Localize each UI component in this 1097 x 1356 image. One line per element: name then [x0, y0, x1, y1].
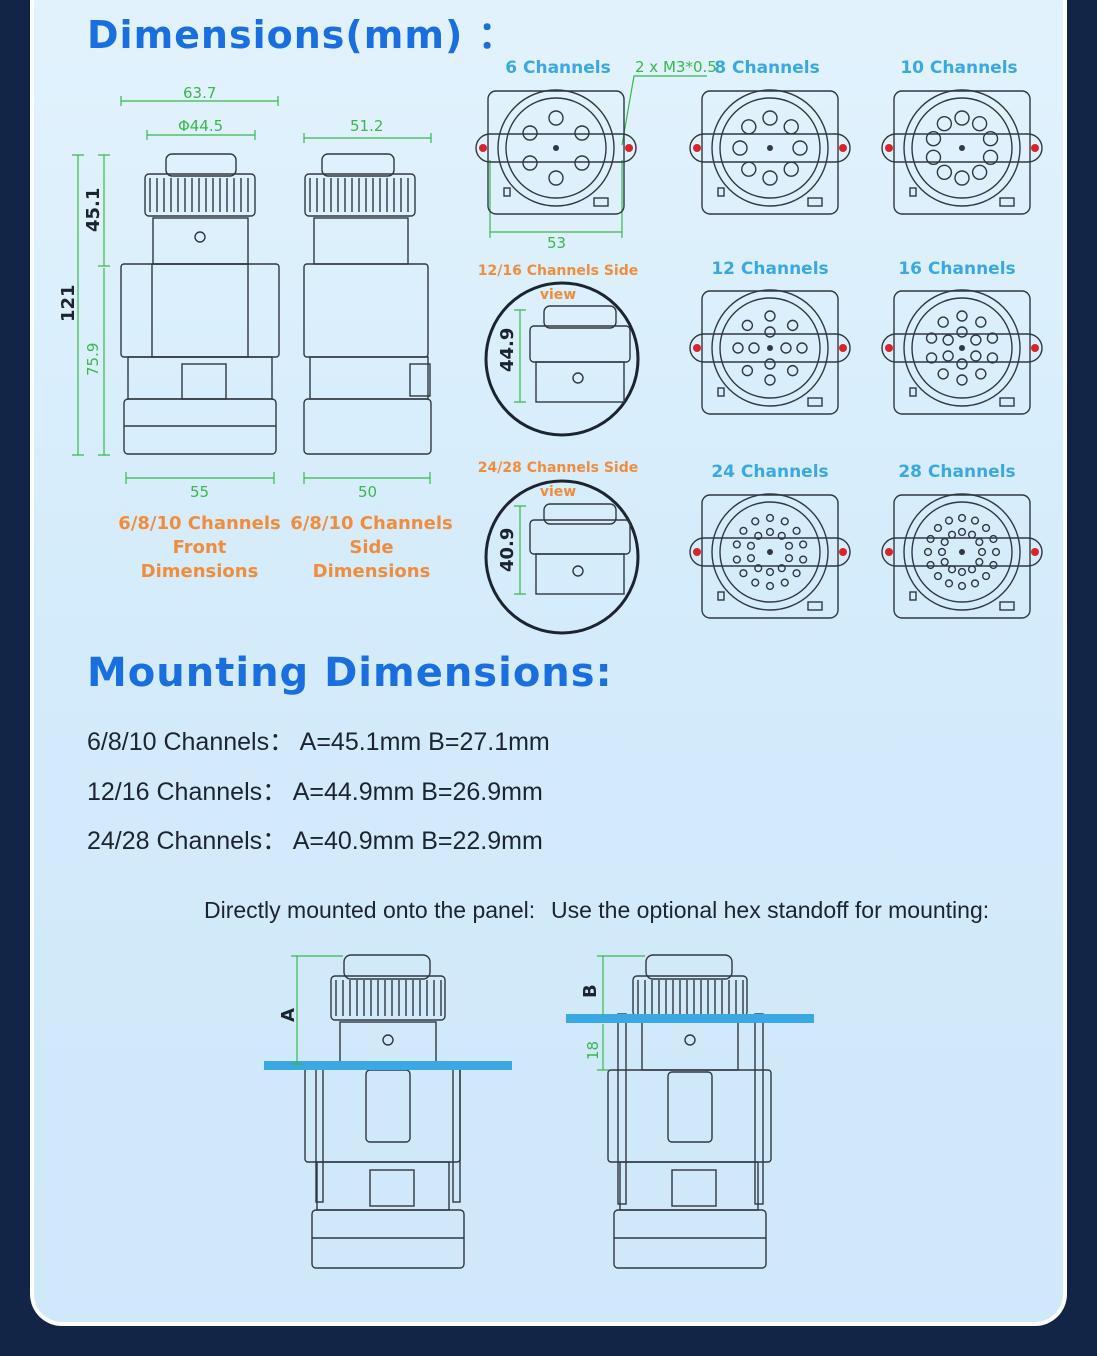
front-view-connector — [120, 153, 280, 455]
dim-40-9: 40.9 — [497, 528, 518, 572]
face-28-channels — [881, 493, 1043, 619]
spec-6-8-10: 6/8/10 Channels： A=45.1mm B=27.1mm — [87, 728, 550, 756]
dim-m3: 2 x M3*0.5 — [635, 58, 717, 76]
dim-50: 50 — [358, 483, 377, 501]
caption-direct-mount: Directly mounted onto the panel: — [204, 897, 536, 923]
face-24-channels — [689, 493, 851, 619]
dim-75-9: 75.9 — [84, 343, 102, 376]
label-28-channels: 28 Channels — [898, 462, 1016, 482]
side-view-12-16-title: 12/16 Channels Side view — [477, 263, 639, 303]
dim-63-7: 63.7 — [183, 84, 216, 102]
label-10-channels: 10 Channels — [900, 58, 1018, 78]
panel-plate-left — [264, 1061, 512, 1070]
front-caption-line1: 6/8/10 Channels — [118, 513, 281, 534]
label-6-channels: 6 Channels — [505, 58, 611, 78]
spec-12-16: 12/16 Channels： A=44.9mm B=26.9mm — [87, 778, 543, 806]
side-caption-line1: 6/8/10 Channels — [290, 513, 453, 534]
dim-44-9: 44.9 — [497, 328, 518, 372]
mounting-heading: Mounting Dimensions: — [87, 650, 613, 696]
caption-standoff-mount: Use the optional hex standoff for mounti… — [551, 897, 990, 923]
label-b: B — [580, 984, 601, 998]
face-6-channels — [475, 89, 637, 215]
content-panel — [30, 0, 1067, 1326]
dim-53: 53 — [547, 234, 566, 252]
label-24-channels: 24 Channels — [711, 462, 829, 482]
side-caption-line2: Side Dimensions — [312, 537, 431, 582]
dimensions-heading: Dimensions(mm) ： — [87, 13, 517, 57]
label-8-channels: 8 Channels — [714, 58, 820, 78]
label-12-channels: 12 Channels — [711, 259, 829, 279]
dim-121: 121 — [58, 284, 79, 322]
direct-mount-connector — [304, 954, 465, 1269]
front-side-drawing: 63.7 Φ44.5 51.2 45.1 121 75.9 55 50 53 2… — [58, 58, 1043, 635]
dim-55: 55 — [190, 483, 209, 501]
spec-24-28: 24/28 Channels： A=40.9mm B=22.9mm — [87, 827, 543, 855]
panel-plate-right — [566, 1014, 814, 1023]
side-caption: 6/8/10 Channels Side Dimensions — [290, 512, 453, 584]
standoff-mount-connector — [607, 954, 772, 1269]
dim-18: 18 — [584, 1041, 602, 1060]
side-view-24-28-title: 24/28 Channels Side view — [477, 460, 639, 500]
dim-45-1: 45.1 — [83, 188, 104, 232]
face-10-channels — [881, 89, 1043, 215]
front-caption: 6/8/10 Channels Front Dimensions — [112, 512, 287, 584]
side-view-12-16: 44.9 — [484, 281, 640, 437]
label-16-channels: 16 Channels — [898, 259, 1016, 279]
front-caption-line2: Front Dimensions — [140, 537, 259, 582]
dim-51-2: 51.2 — [350, 117, 383, 135]
label-a: A — [278, 1008, 299, 1022]
face-8-channels — [689, 89, 851, 215]
side-view-connector — [303, 153, 432, 455]
face-16-channels — [881, 289, 1043, 415]
side-view-24-28: 40.9 — [484, 479, 640, 635]
dim-44-5: Φ44.5 — [178, 117, 223, 135]
face-12-channels — [689, 289, 851, 415]
